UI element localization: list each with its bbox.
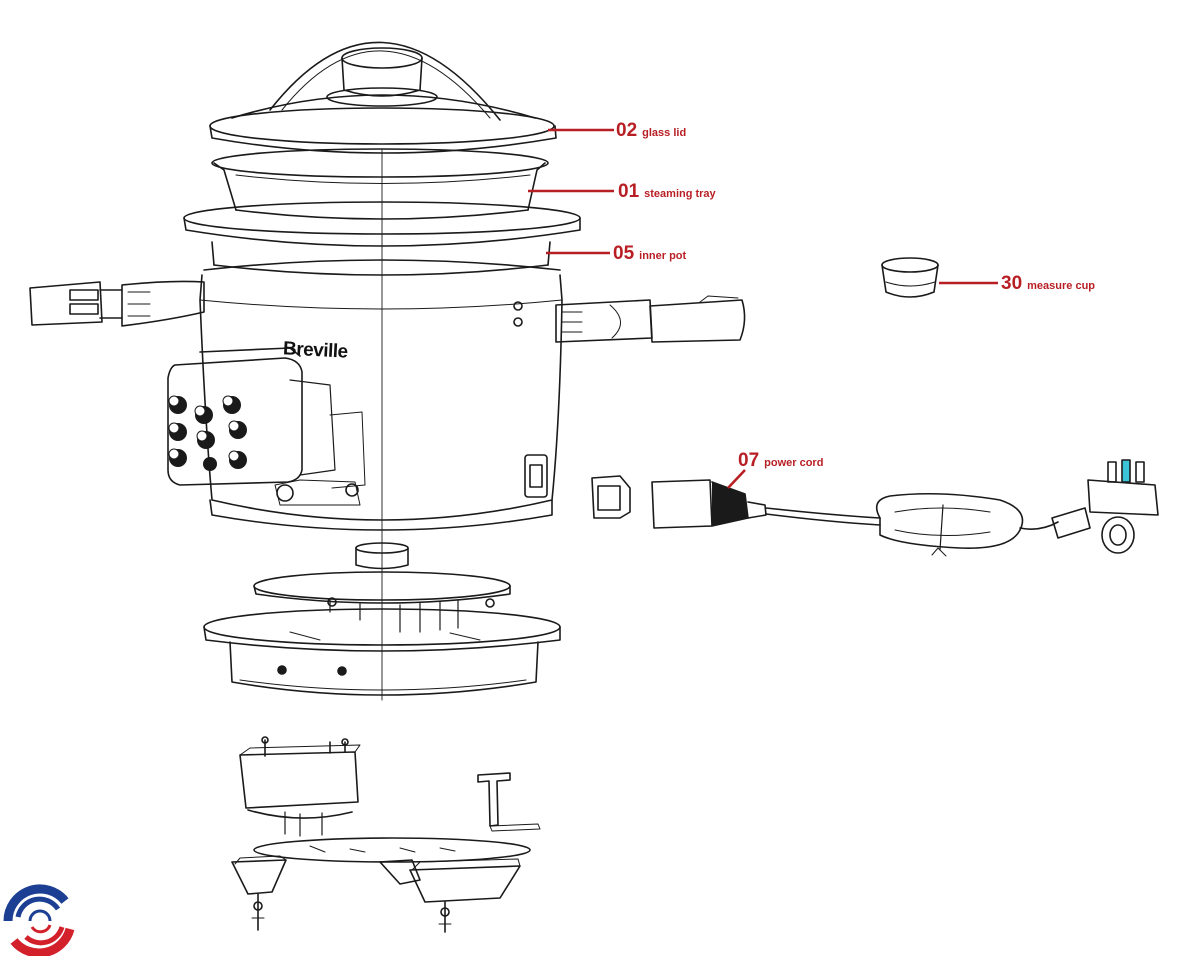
cooker-body <box>199 259 563 531</box>
callout-inner-pot: 05 inner pot <box>613 243 686 265</box>
callout-number: 02 <box>616 120 638 141</box>
steaming-tray-part <box>211 148 549 220</box>
callout-number: 01 <box>618 181 640 202</box>
callout-measure-cup: 30 measure cup <box>1001 273 1095 295</box>
callout-text: measure cup <box>1027 280 1096 292</box>
glass-lid-part <box>209 41 557 154</box>
left-foot <box>231 855 287 931</box>
bracket-part <box>477 772 541 832</box>
callout-text: steaming tray <box>644 188 716 200</box>
callout-power-cord: 07 power cord <box>738 450 823 472</box>
brand-mark: Breville <box>282 338 349 363</box>
thermostat-assembly <box>239 736 361 837</box>
left-handle <box>29 280 205 327</box>
measure-cup-part <box>881 257 939 298</box>
callout-text: inner pot <box>639 250 687 262</box>
leader-power-cord <box>727 469 746 489</box>
power-cord-part <box>591 459 1159 557</box>
heating-plate <box>253 542 511 633</box>
control-knob-caps <box>168 395 240 462</box>
inner-pot-part <box>183 201 581 276</box>
right-foot <box>379 858 521 933</box>
callout-number: 05 <box>613 243 635 264</box>
callout-text: power cord <box>764 457 824 469</box>
callout-steaming-tray: 01 steaming tray <box>618 181 716 203</box>
bottom-plate <box>253 837 531 863</box>
callout-number: 07 <box>738 450 760 471</box>
callout-text: glass lid <box>642 127 687 139</box>
callout-glass-lid: 02 glass lid <box>616 120 686 142</box>
control-panel <box>167 347 366 506</box>
circular-brand-logo-icon <box>3 884 75 956</box>
base-housing <box>203 608 561 696</box>
callout-number: 30 <box>1001 273 1023 294</box>
right-handle <box>555 295 746 343</box>
